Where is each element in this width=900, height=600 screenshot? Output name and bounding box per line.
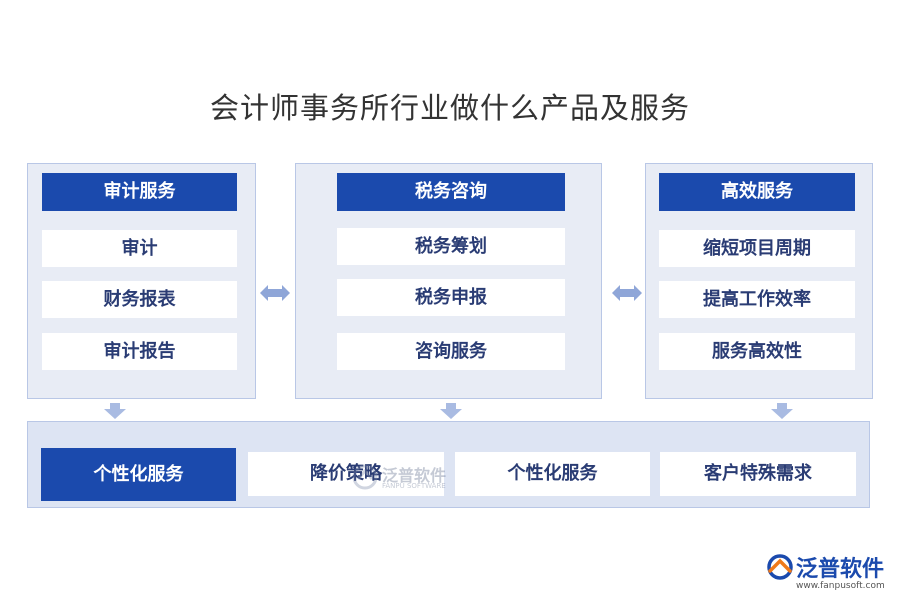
down-arrow-icon [440,403,462,419]
special-needs-item: 客户特殊需求 [660,452,856,496]
fanpu-logo-icon [767,554,793,580]
logo-text: 泛普软件 [796,557,885,582]
tax-planning-item: 税务筹划 [337,228,565,265]
fanpu-logo-icon [352,464,378,490]
fanpu-logo: 泛普软件 www.fanpusoft.com [766,549,896,595]
improve-efficiency-item: 提高工作效率 [659,281,855,318]
watermark: 泛普软件 FANPU SOFTWARE [352,462,462,496]
efficient-services-header: 高效服务 [659,173,855,211]
tax-consulting-header: 税务咨询 [337,173,565,211]
watermark-text: 泛普软件 [382,466,447,485]
audit-services-header: 审计服务 [42,173,237,211]
double-arrow-icon [260,285,290,301]
down-arrow-icon [104,403,126,419]
logo-url: www.fanpusoft.com [796,581,885,591]
audit-item: 审计 [42,230,237,267]
watermark-subtext: FANPU SOFTWARE [382,482,446,490]
service-efficiency-item: 服务高效性 [659,333,855,370]
personalized-service-item: 个性化服务 [455,452,650,496]
tax-filing-item: 税务申报 [337,279,565,316]
consulting-services-item: 咨询服务 [337,333,565,370]
down-arrow-icon [771,403,793,419]
double-arrow-icon [612,285,642,301]
personalized-services-header: 个性化服务 [41,448,236,501]
pricing-strategy-item: 降价策略 [248,452,444,496]
audit-report-item: 审计报告 [42,333,237,370]
shorten-cycle-item: 缩短项目周期 [659,230,855,267]
financial-statements-item: 财务报表 [42,281,237,318]
page-title: 会计师事务所行业做什么产品及服务 [209,91,690,125]
